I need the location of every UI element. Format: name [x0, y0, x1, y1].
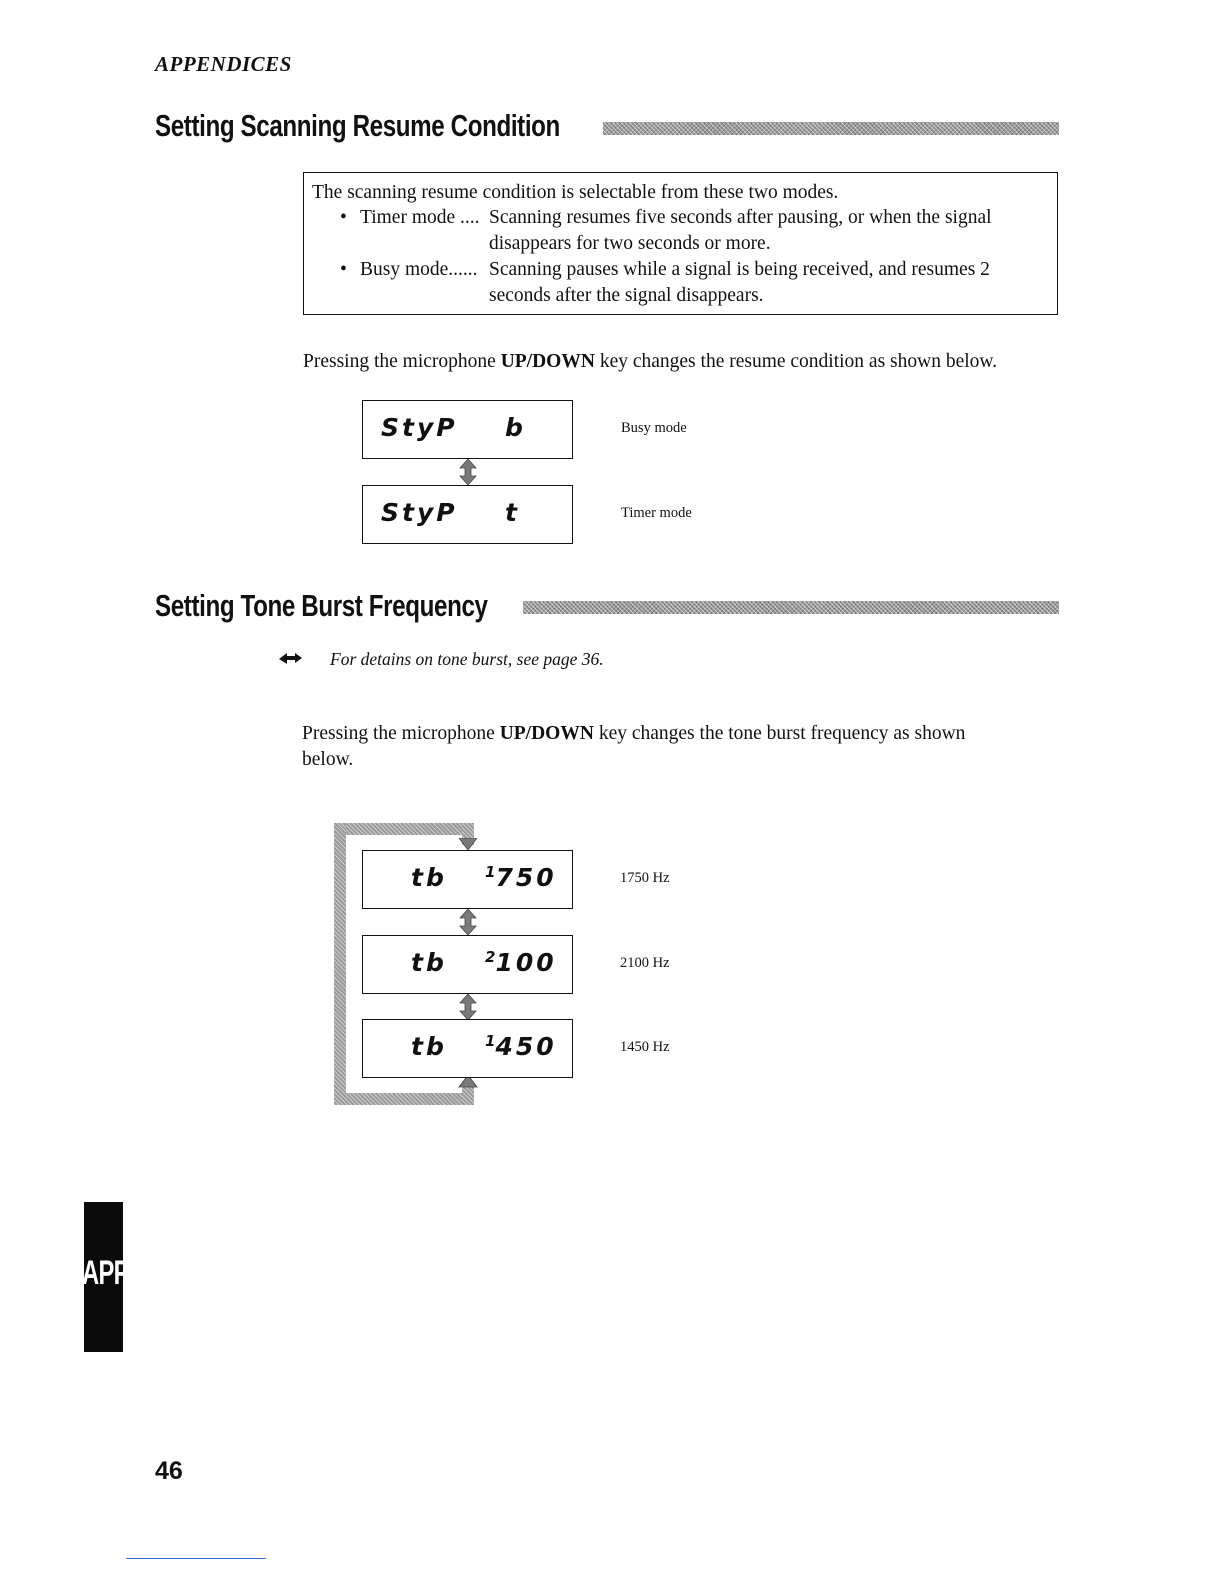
tone-burst-note: For detains on tone burst, see page 36.: [330, 649, 604, 669]
loop-frame-bottom: [334, 1093, 474, 1105]
up-arrow-icon: [458, 1075, 478, 1088]
lcd-value: 1450: [485, 1032, 557, 1061]
timer-mode-desc-cont: disappears for two seconds or more.: [489, 233, 771, 254]
tone-instruction: Pressing the microphone UP/DOWN key chan…: [302, 723, 966, 744]
page-number: 46: [155, 1457, 183, 1485]
lcd-label: tb: [411, 1032, 447, 1061]
lcd-value: 2100: [485, 948, 557, 977]
lcd-value: b: [505, 413, 526, 442]
footer-rule: [126, 1558, 266, 1559]
up-down-arrow-icon: [459, 909, 477, 935]
caption-1450-hz: 1450 Hz: [620, 1039, 670, 1055]
caption-1750-hz: 1750 Hz: [620, 870, 670, 886]
lcd-tone-2100: tb 2100: [362, 935, 573, 994]
updown-key: UP/DOWN: [500, 351, 595, 372]
lcd-label: StyP: [381, 498, 458, 527]
running-head: APPENDICES: [155, 52, 292, 76]
down-arrow-icon: [458, 838, 478, 851]
bullet-busy: •: [340, 259, 347, 280]
bullet-timer: •: [340, 207, 347, 228]
section-title-rule: [603, 122, 1059, 135]
lcd-tone-1750: tb 1750: [362, 850, 573, 909]
up-down-arrow-icon: [459, 994, 477, 1020]
lcd-timer-mode: StyP t: [362, 485, 573, 544]
section-title-rule: [523, 601, 1059, 614]
caption-busy-mode: Busy mode: [621, 420, 687, 436]
lcd-label: tb: [411, 863, 447, 892]
lcd-label: StyP: [381, 413, 458, 442]
section-title-tone-burst: Setting Tone Burst Frequency: [155, 588, 488, 623]
busy-mode-term: Busy mode......: [360, 259, 478, 280]
busy-mode-desc: Scanning pauses while a signal is being …: [489, 259, 990, 280]
lcd-tone-1450: tb 1450: [362, 1019, 573, 1078]
loop-frame-top: [334, 823, 474, 835]
resume-instruction: Pressing the microphone UP/DOWN key chan…: [303, 351, 998, 372]
updown-key: UP/DOWN: [499, 723, 594, 744]
lcd-label: tb: [411, 948, 447, 977]
info-intro: The scanning resume condition is selecta…: [312, 182, 839, 203]
lcd-value: 1750: [485, 863, 557, 892]
reference-arrow-icon: [279, 653, 302, 664]
side-tab-label: APP.: [84, 1254, 123, 1292]
busy-mode-desc-cont: seconds after the signal disappears.: [489, 285, 764, 306]
lcd-busy-mode: StyP b: [362, 400, 573, 459]
timer-mode-desc: Scanning resumes five seconds after paus…: [489, 207, 992, 228]
caption-timer-mode: Timer mode: [621, 505, 692, 521]
up-down-arrow-icon: [459, 459, 477, 485]
timer-mode-term: Timer mode ....: [360, 207, 480, 228]
appendix-side-tab: APP.: [84, 1202, 123, 1352]
tone-instruction-cont: below.: [302, 749, 354, 770]
lcd-value: t: [505, 498, 520, 527]
mode-info-box: The scanning resume condition is selecta…: [303, 172, 1058, 315]
loop-frame-up-stem: [462, 1082, 474, 1105]
section-title-scanning-resume: Setting Scanning Resume Condition: [155, 108, 560, 143]
caption-2100-hz: 2100 Hz: [620, 955, 670, 971]
loop-frame-left: [334, 823, 346, 1105]
